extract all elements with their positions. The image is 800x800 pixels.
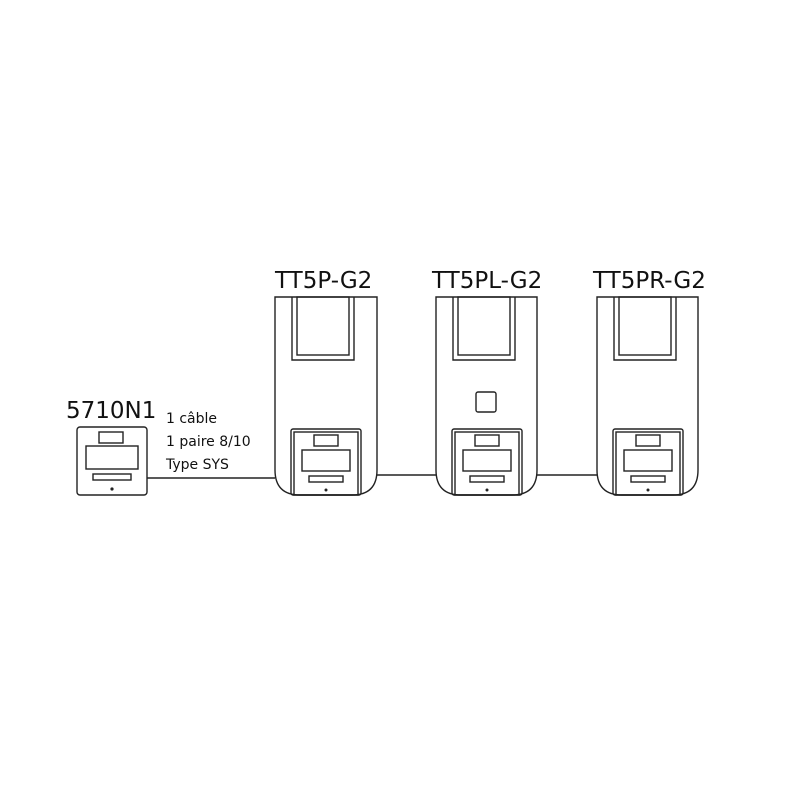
button-bar: [469, 475, 505, 483]
screen: [462, 449, 512, 472]
device-tt5p-g2: TT5P-G2: [274, 268, 378, 496]
device-label: TT5PR-G2: [592, 268, 706, 294]
cable-spec-line: 1 paire 8/10: [166, 434, 251, 450]
device-tt5pr-g2: TT5PR-G2: [592, 268, 706, 496]
upper-frame: [291, 297, 355, 361]
screen: [623, 449, 673, 472]
cable-spec-line: 1 câble: [166, 411, 217, 427]
upper-frame: [452, 297, 516, 361]
button-bar: [92, 473, 132, 481]
device-tt5pl-g2: TT5PL-G2: [431, 268, 542, 496]
cable-spec: 1 câble 1 paire 8/10 Type SYS: [165, 411, 251, 473]
upper-panel: [457, 296, 511, 356]
upper-panel: [618, 296, 672, 356]
led-icon: [324, 488, 328, 492]
display: [313, 434, 339, 447]
device-5710n1: 5710N1: [66, 398, 156, 496]
led-icon: [646, 488, 650, 492]
screen: [301, 449, 351, 472]
module-frame: [615, 431, 681, 496]
led-icon: [110, 487, 114, 491]
device-label: TT5PL-G2: [431, 268, 542, 294]
led-icon: [485, 488, 489, 492]
screen: [85, 445, 139, 470]
device-label: TT5P-G2: [274, 268, 372, 294]
display: [474, 434, 500, 447]
cable-spec-line: Type SYS: [165, 457, 229, 473]
module-frame: [293, 431, 359, 496]
device-body: [76, 426, 148, 496]
device-label: 5710N1: [66, 398, 156, 424]
display: [635, 434, 661, 447]
upper-frame: [613, 297, 677, 361]
upper-panel: [296, 296, 350, 356]
display: [98, 431, 124, 444]
badge-reader-icon: [475, 391, 497, 413]
device-body: [274, 296, 378, 496]
button-bar: [630, 475, 666, 483]
module-frame: [454, 431, 520, 496]
button-bar: [308, 475, 344, 483]
